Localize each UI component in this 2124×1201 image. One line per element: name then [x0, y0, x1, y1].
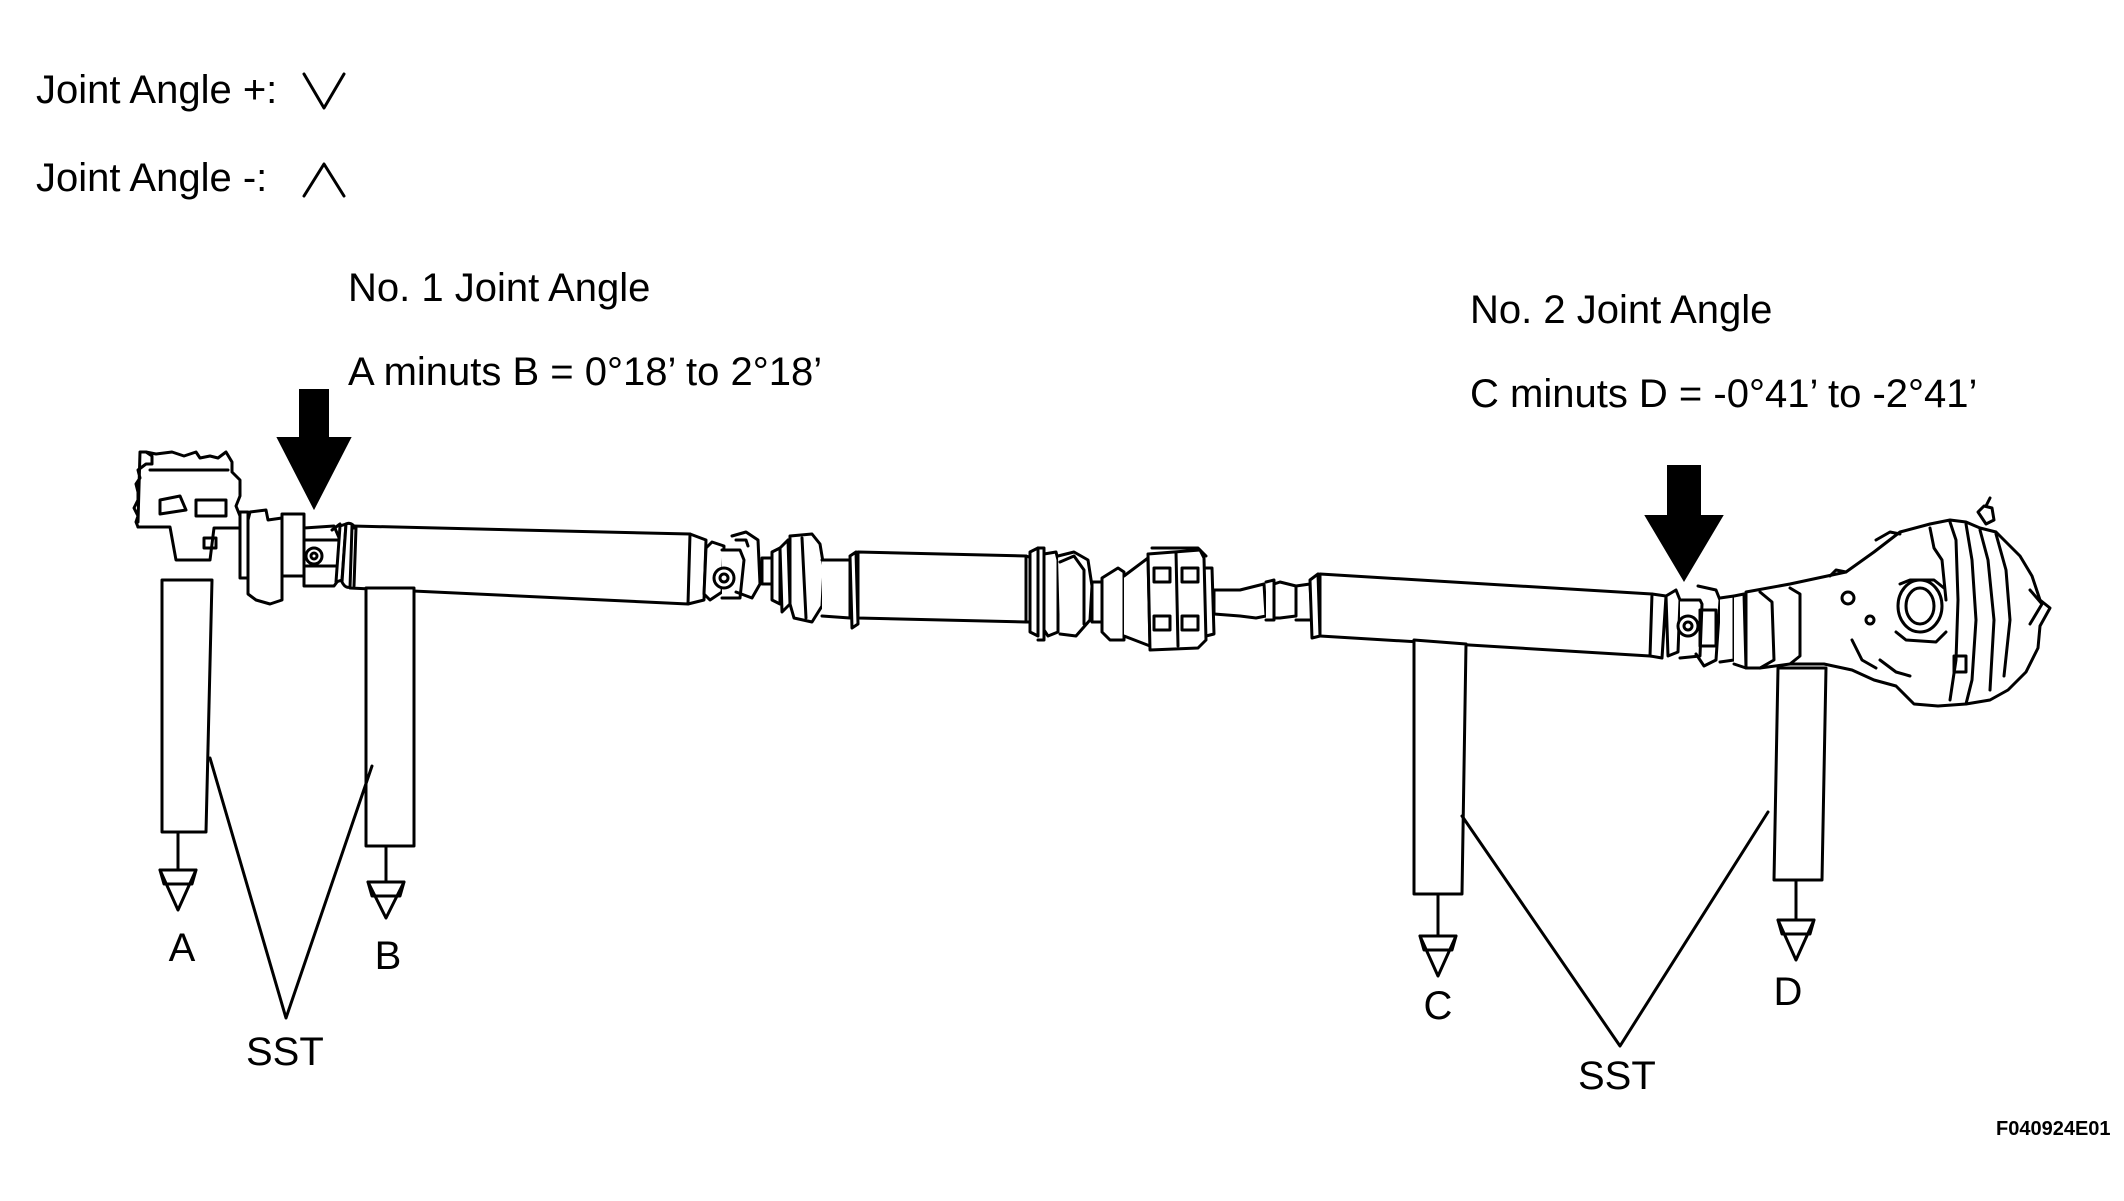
joint1-title: No. 1 Joint Angle [348, 266, 651, 310]
rear-slip-neck [1212, 578, 1314, 622]
joint2-spec: C minuts D = -0°41’ to -2°41’ [1470, 372, 1978, 416]
transmission-end [132, 450, 242, 562]
joint1-arrow-icon [276, 389, 352, 511]
center-coupling-1 [778, 532, 852, 624]
sst-left-label: SST [246, 1030, 324, 1074]
point-c-label: C [1423, 984, 1453, 1028]
joint2-title: No. 2 Joint Angle [1470, 288, 1773, 332]
sst-gauge-d [1772, 666, 1828, 962]
sst-right-leader [1460, 810, 1770, 1048]
joint-angle-plus-icon [302, 72, 346, 110]
differential-carrier [1744, 496, 2052, 708]
point-b-label: B [374, 934, 402, 978]
front-flange-yoke [238, 508, 346, 606]
sst-gauge-c [1412, 638, 1468, 978]
center-support-bearing [1028, 546, 1104, 642]
sst-gauge-a [158, 578, 214, 912]
figure-id: F040924E01 [1996, 1118, 2111, 1140]
center-tube [848, 550, 1034, 630]
rear-universal-joint [1664, 584, 1748, 670]
point-d-label: D [1773, 970, 1803, 1014]
sst-gauge-b [364, 586, 416, 920]
point-a-label: A [168, 926, 196, 970]
legend-minus-label: Joint Angle -: [36, 156, 268, 200]
center-universal-joint-1 [702, 530, 782, 606]
joint-angle-minus-icon [302, 162, 346, 198]
sst-right-label: SST [1578, 1054, 1656, 1098]
legend-plus-label: Joint Angle +: [36, 68, 278, 112]
joint1-spec: A minuts B = 0°18’ to 2°18’ [348, 350, 823, 394]
sst-left-leader [208, 756, 374, 1020]
center-coupling-2 [1100, 546, 1216, 652]
rear-tube [1308, 572, 1668, 660]
joint2-arrow-icon [1644, 465, 1724, 582]
